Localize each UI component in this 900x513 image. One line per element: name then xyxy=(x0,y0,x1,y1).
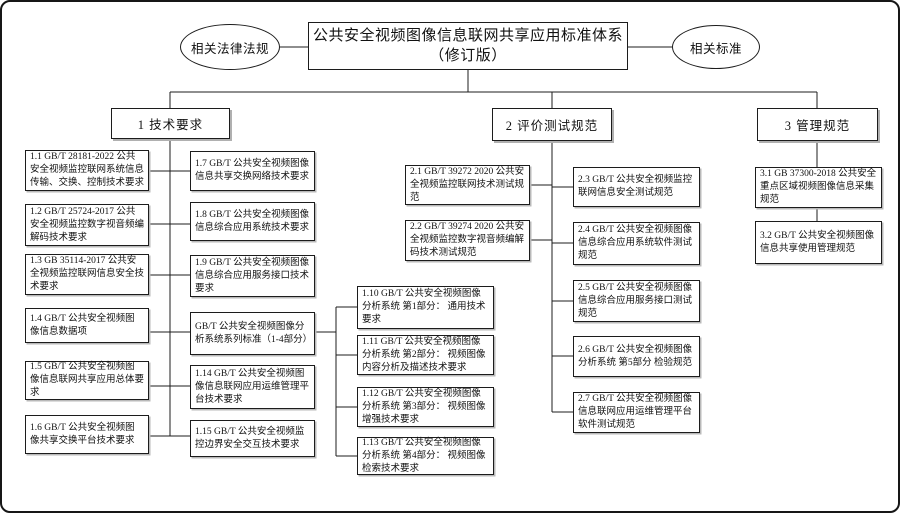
related-laws-label: 相关法律法规 xyxy=(190,41,269,56)
node-3-1: 3.1 GB 37300-2018 公共安全重点区域视频图像信息采集规范 xyxy=(755,167,882,208)
node-1-4-text: 1.4 GB/T 公共安全视频图像信息数据项 xyxy=(30,313,135,337)
node-2-6: 2.6 GB/T 公共安全视频图像分析系统 第5部分 检验规范 xyxy=(573,336,700,377)
node-2-2-text: 2.2 GB/T 39274 2020 公共安全视频监控数字视音频编解码技术测试… xyxy=(410,222,525,258)
node-2-3-text: 2.3 GB/T 公共安全视频监控联网信息安全测试规范 xyxy=(578,175,693,198)
node-1-12: 1.12 GB/T 公共安全视频图像分析系统 第3部分： 视频图像增强技术要求 xyxy=(357,387,494,427)
node-1-13-text: 1.13 GB/T 公共安全视频图像分析系统 第4部分： 视频图像检索技术要求 xyxy=(362,437,486,474)
node-1-8: 1.8 GB/T 公共安全视频图像信息综合应用系统技术要求 xyxy=(190,202,315,241)
node-2-7-text: 2.7 GB/T 公共安全视频图像信息联网应用运维管理平台软件测试规范 xyxy=(578,394,693,430)
node-1-1-text: 1.1 GB/T 28181-2022 公共安全视频监控联网系统信息传输、交换、… xyxy=(30,152,145,188)
node-1-2: 1.2 GB/T 25724-2017 公共安全视频监控数字视音频编解码技术要求 xyxy=(25,204,149,246)
node-1-1: 1.1 GB/T 28181-2022 公共安全视频监控联网系统信息传输、交换、… xyxy=(25,150,149,191)
node-1-3: 1.3 GB 35114-2017 公共安全视频监控联网信息安全技术要求 xyxy=(25,254,149,295)
branch-technical-requirements: 1 技术要求 xyxy=(111,108,230,139)
related-standards-ellipse: 相关标准 xyxy=(672,25,760,69)
node-1-7-text: 1.7 GB/T 公共安全视频图像信息共享交换网络技术要求 xyxy=(195,159,310,182)
node-analysis-series-text: GB/T 公共安全视频图像分析系统系列标准（1-4部分） xyxy=(195,321,313,345)
node-1-15: 1.15 GB/T 公共安全视频监控边界安全交互技术要求 xyxy=(190,420,315,457)
node-1-6: 1.6 GB/T 公共安全视频图像共享交换平台技术要求 xyxy=(25,415,149,454)
branch-management-specs: 3 管理规范 xyxy=(757,108,878,141)
node-1-12-text: 1.12 GB/T 公共安全视频图像分析系统 第3部分： 视频图像增强技术要求 xyxy=(362,388,486,425)
node-2-5-text: 2.5 GB/T 公共安全视频图像信息综合应用服务接口测试规范 xyxy=(578,282,693,319)
node-1-14: 1.14 GB/T 公共安全视频图像信息联网应用运维管理平台技术要求 xyxy=(190,365,315,409)
node-2-2: 2.2 GB/T 39274 2020 公共安全视频监控数字视音频编解码技术测试… xyxy=(405,220,530,261)
node-1-3-text: 1.3 GB 35114-2017 公共安全视频监控联网信息安全技术要求 xyxy=(30,256,145,292)
node-2-4: 2.4 GB/T 公共安全视频图像信息综合应用系统软件测试规范 xyxy=(573,222,700,265)
related-laws-ellipse: 相关法律法规 xyxy=(180,24,280,70)
node-1-9: 1.9 GB/T 公共安全视频图像信息综合应用服务接口技术要求 xyxy=(190,255,315,297)
node-3-1-text: 3.1 GB 37300-2018 公共安全重点区域视频图像信息采集规范 xyxy=(760,169,877,205)
node-1-9-text: 1.9 GB/T 公共安全视频图像信息综合应用服务接口技术要求 xyxy=(195,257,310,294)
branch1-label: 1 技术要求 xyxy=(137,118,204,132)
diagram-title-line1: 公共安全视频图像信息联网共享应用标准体系 xyxy=(312,28,623,44)
node-1-10-text: 1.10 GB/T 公共安全视频图像分析系统 第1部分： 通用技术要求 xyxy=(362,289,486,325)
node-3-2: 3.2 GB/T 公共安全视频图像信息共享使用管理规范 xyxy=(755,221,882,264)
node-1-13: 1.13 GB/T 公共安全视频图像分析系统 第4部分： 视频图像检索技术要求 xyxy=(357,437,494,475)
node-1-10: 1.10 GB/T 公共安全视频图像分析系统 第1部分： 通用技术要求 xyxy=(357,286,494,329)
node-1-14-text: 1.14 GB/T 公共安全视频图像信息联网应用运维管理平台技术要求 xyxy=(195,368,310,405)
node-1-11: 1.11 GB/T 公共安全视频图像分析系统 第2部分： 视频图像内容分析及描述… xyxy=(357,335,494,375)
node-analysis-series: GB/T 公共安全视频图像分析系统系列标准（1-4部分） xyxy=(190,312,315,355)
node-1-2-text: 1.2 GB/T 25724-2017 公共安全视频监控数字视音频编解码技术要求 xyxy=(30,206,145,243)
node-1-15-text: 1.15 GB/T 公共安全视频监控边界安全交互技术要求 xyxy=(195,426,305,450)
node-2-4-text: 2.4 GB/T 公共安全视频图像信息综合应用系统软件测试规范 xyxy=(578,225,693,261)
node-2-1: 2.1 GB/T 39272 2020 公共安全视频监控联网技术测试规范 xyxy=(405,165,530,205)
diagram-title-line2: （修订版） xyxy=(429,48,507,64)
node-2-1-text: 2.1 GB/T 39272 2020 公共安全视频监控联网技术测试规范 xyxy=(410,166,525,203)
related-standards-label: 相关标准 xyxy=(689,41,742,56)
branch-evaluation-test-specs: 2 评价测试规范 xyxy=(492,108,612,141)
node-2-3: 2.3 GB/T 公共安全视频监控联网信息安全测试规范 xyxy=(573,167,700,207)
node-1-5: 1.5 GB/T 公共安全视频图像信息联网共享应用总体要求 xyxy=(25,361,149,400)
diagram-title-box: 公共安全视频图像信息联网共享应用标准体系 （修订版） xyxy=(308,22,628,70)
node-1-6-text: 1.6 GB/T 公共安全视频图像共享交换平台技术要求 xyxy=(30,422,135,446)
node-1-11-text: 1.11 GB/T 公共安全视频图像分析系统 第2部分： 视频图像内容分析及描述… xyxy=(362,336,486,373)
node-1-5-text: 1.5 GB/T 公共安全视频图像信息联网共享应用总体要求 xyxy=(30,362,145,398)
node-1-8-text: 1.8 GB/T 公共安全视频图像信息综合应用系统技术要求 xyxy=(195,209,310,233)
node-1-4: 1.4 GB/T 公共安全视频图像信息数据项 xyxy=(25,308,149,343)
node-2-7: 2.7 GB/T 公共安全视频图像信息联网应用运维管理平台软件测试规范 xyxy=(573,392,700,433)
node-2-6-text: 2.6 GB/T 公共安全视频图像分析系统 第5部分 检验规范 xyxy=(578,344,693,368)
node-1-7: 1.7 GB/T 公共安全视频图像信息共享交换网络技术要求 xyxy=(190,151,315,191)
branch3-label: 3 管理规范 xyxy=(784,119,851,133)
node-2-5: 2.5 GB/T 公共安全视频图像信息综合应用服务接口测试规范 xyxy=(573,280,700,322)
branch2-label: 2 评价测试规范 xyxy=(505,119,599,133)
node-3-2-text: 3.2 GB/T 公共安全视频图像信息共享使用管理规范 xyxy=(760,230,875,254)
